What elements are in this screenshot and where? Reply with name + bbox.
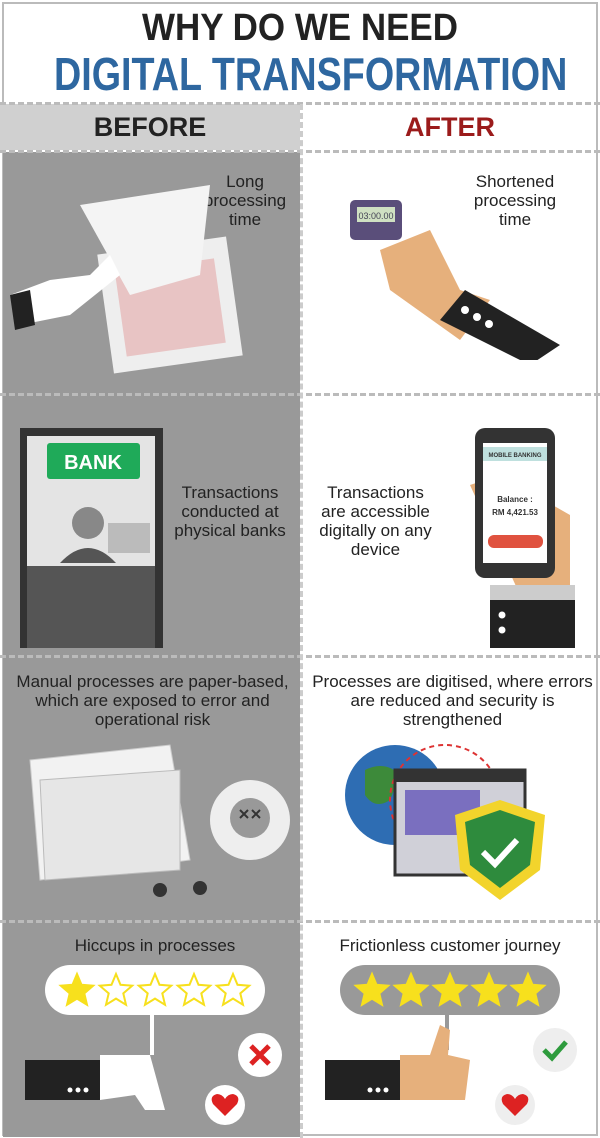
bank-sign: BANK <box>64 452 122 474</box>
column-divider <box>300 104 303 1138</box>
star-filled <box>58 971 96 1007</box>
thumbs-down-rating-icon <box>25 965 282 1125</box>
bank-counter-icon: BANK <box>20 428 163 648</box>
phone-balance: RM 4,421.53 <box>492 508 538 517</box>
before-header: BEFORE <box>0 104 300 150</box>
stopwatch-readout: 03:00.00 <box>358 211 393 221</box>
star-empty <box>97 971 135 1007</box>
thumbs-up-rating-icon <box>325 965 577 1125</box>
globe-browser-shield-icon <box>345 744 545 900</box>
row2-before-text: Transactions conducted at physical banks <box>174 483 286 540</box>
star-empty <box>175 971 213 1007</box>
star-filled <box>392 971 430 1007</box>
star-filled <box>509 971 547 1007</box>
paper-stack-skull-icon <box>29 744 290 897</box>
star-filled <box>353 971 391 1007</box>
row3-after-text: Processes are digitised, where errors ar… <box>312 672 593 729</box>
row3-before-text: Manual processes are paper-based, which … <box>16 672 289 729</box>
star-rating-before <box>58 971 252 1007</box>
check-bubble-icon <box>533 1028 577 1072</box>
star-filled <box>431 971 469 1007</box>
stopwatch-hand-icon: 03:00.00 <box>350 200 560 360</box>
after-header: AFTER <box>405 112 495 142</box>
title-line1: WHY DO WE NEED <box>142 7 458 49</box>
star-filled <box>470 971 508 1007</box>
divider <box>0 102 600 105</box>
star-rating-after <box>353 971 547 1007</box>
title-line2: DIGITAL TRANSFORMATION <box>54 48 568 100</box>
star-empty <box>136 971 174 1007</box>
row4-after-text: Frictionless customer journey <box>339 936 561 955</box>
calendar-paper-icon <box>10 185 243 374</box>
row1-after-text: Shortened processing time <box>473 172 557 229</box>
phone-balance-label: Balance : <box>497 495 533 504</box>
mobile-phone-hand-icon: MOBILE BANKING Balance : RM 4,421.53 <box>470 428 575 648</box>
row1-before-text: Long processing time <box>203 172 287 229</box>
phone-header: MOBILE BANKING <box>489 453 542 459</box>
star-empty <box>214 971 252 1007</box>
row2-after-text: Transactions are accessible digitally on… <box>319 483 432 559</box>
row4-before-text: Hiccups in processes <box>74 936 236 955</box>
